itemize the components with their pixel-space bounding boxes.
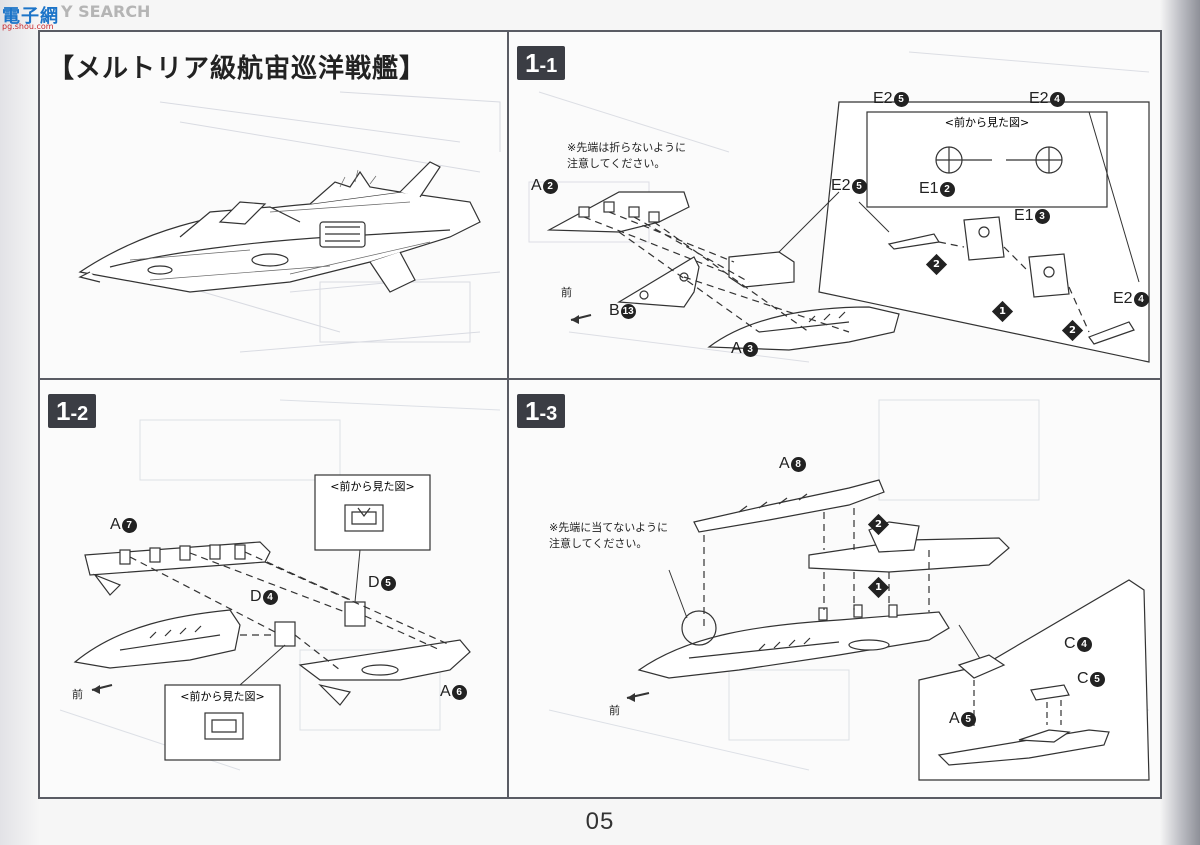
front-view-caption-upper: <前から見た図> xyxy=(330,480,415,493)
step-1-2-panel: 1-2 xyxy=(40,380,507,797)
front-view-caption-lower: <前から見た図> xyxy=(180,690,265,703)
part-a6 xyxy=(298,639,471,681)
order-marker-1: 1 xyxy=(867,576,890,599)
panel-divider-horizontal xyxy=(40,378,1160,380)
panel-divider-vertical xyxy=(507,32,509,797)
order-marker-1: 1 xyxy=(991,300,1014,323)
order-marker-2: 2 xyxy=(867,513,890,536)
watermark-site-name: 電子網 xyxy=(2,6,59,27)
caution-note-line1: ※先端は折らないように xyxy=(567,141,686,154)
watermark-brand: Y SEARCH xyxy=(61,2,151,21)
part-d5 xyxy=(344,601,366,627)
part-main-hull xyxy=(637,611,950,679)
part-b13 xyxy=(617,256,700,308)
part-mid-deck xyxy=(808,537,1010,573)
caution-note: ※先端に当てないように 注意してください。 xyxy=(549,520,668,552)
front-direction-label: 前 xyxy=(72,688,83,701)
caution-note-line2: 注意してください。 xyxy=(549,537,648,550)
part-mid-block xyxy=(728,251,795,288)
caution-note: ※先端は折らないように 注意してください。 xyxy=(567,140,686,172)
step-label-1-2: 1-2 xyxy=(48,394,97,428)
part-left-hull xyxy=(73,609,241,669)
step-1-1-diagram xyxy=(546,101,1150,363)
caution-note-line1: ※先端に当てないように xyxy=(549,521,668,534)
step-1-1-panel: 1-1 ※先端は折らないように 注意してください。 xyxy=(509,32,1160,378)
part-a2 xyxy=(546,191,690,233)
part-a8 xyxy=(693,479,885,533)
front-view-caption-1-1: <前から見た図> xyxy=(944,116,1030,129)
part-a7 xyxy=(84,541,271,576)
overview-panel: 【メルトリア級航宙巡洋戦艦】 xyxy=(40,32,507,378)
page-number: 05 xyxy=(585,808,615,835)
order-marker-2b: 2 xyxy=(1061,319,1084,342)
step-label-1-3: 1-3 xyxy=(517,394,566,428)
finished-ship-illustration xyxy=(78,161,481,293)
instruction-frame: 【メルトリア級航宙巡洋戦艦】 xyxy=(38,30,1162,799)
step-label-1-1: 1-1 xyxy=(517,46,566,80)
step-1-3-diagram xyxy=(626,479,1150,781)
watermark: 電子網 Y SEARCH pg.shou.com xyxy=(2,2,151,31)
step-1-2-diagram xyxy=(73,474,471,761)
caution-note-line2: 注意してください。 xyxy=(567,157,666,170)
front-direction-label: 前 xyxy=(561,286,572,299)
step-1-3-panel: 1-3 ※先端に当てないように 注意してください。 xyxy=(509,380,1160,797)
part-d4 xyxy=(274,621,296,647)
page-title: 【メルトリア級航宙巡洋戦艦】 xyxy=(48,54,427,84)
order-marker-2a: 2 xyxy=(925,253,948,276)
front-direction-label: 前 xyxy=(609,704,620,717)
watermark-url: pg.shou.com xyxy=(2,22,54,31)
